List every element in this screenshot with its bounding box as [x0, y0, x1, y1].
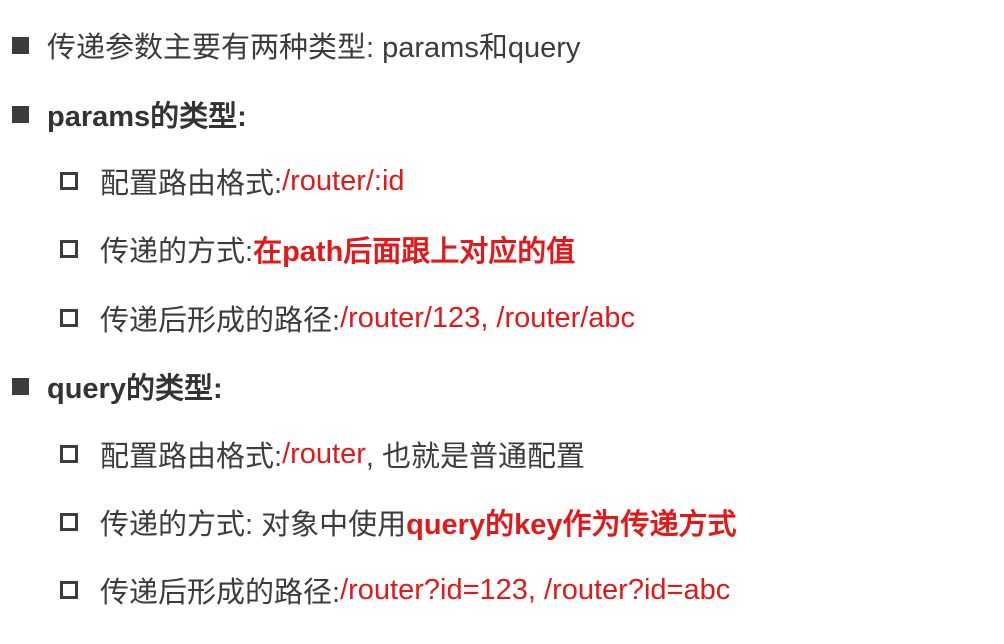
query-route-format-label: 配置路由格式: — [100, 441, 283, 473]
bullet-line-query-heading: query的类型: — [12, 366, 223, 406]
sub-line-params-pass-method: 传递的方式: 在path后面跟上对应的值 — [60, 229, 575, 269]
query-route-format-value: /router — [282, 437, 366, 470]
params-route-format-value: /router/:id — [282, 164, 405, 197]
params-result-path-value: /router/123, /router/abc — [340, 301, 636, 334]
hollow-square-bullet-icon — [60, 581, 78, 599]
query-pass-method-value: query的key作为传递方式 — [406, 509, 737, 541]
hollow-square-bullet-icon — [60, 309, 78, 327]
bullet-line-intro: 传递参数主要有两种类型: params和query — [12, 25, 580, 65]
query-result-path-value: /router?id=123, /router?id=abc — [340, 573, 731, 606]
params-route-format-label: 配置路由格式: — [100, 168, 283, 200]
params-pass-method-value: 在path后面跟上对应的值 — [253, 236, 576, 268]
query-route-format-suffix: , 也就是普通配置 — [365, 441, 586, 473]
hollow-square-bullet-icon — [60, 240, 78, 258]
query-pass-method-label: 传递的方式: 对象中使用 — [100, 509, 407, 541]
hollow-square-bullet-icon — [60, 445, 78, 463]
hollow-square-bullet-icon — [60, 513, 78, 531]
intro-text: 传递参数主要有两种类型: params和query — [47, 32, 581, 64]
sub-line-params-route-format: 配置路由格式: /router/:id — [60, 161, 405, 201]
sub-line-query-result-path: 传递后形成的路径: /router?id=123, /router?id=abc — [60, 570, 730, 610]
bullet-line-params-heading: params的类型: — [12, 94, 247, 134]
params-pass-method-label: 传递的方式: — [100, 236, 254, 268]
filled-square-bullet-icon — [12, 105, 29, 123]
sub-line-params-result-path: 传递后形成的路径: /router/123, /router/abc — [60, 298, 635, 338]
sub-line-query-route-format: 配置路由格式: /router , 也就是普通配置 — [60, 434, 585, 474]
filled-square-bullet-icon — [12, 36, 29, 54]
hollow-square-bullet-icon — [60, 172, 78, 190]
sub-line-query-pass-method: 传递的方式: 对象中使用 query的key作为传递方式 — [60, 502, 736, 542]
query-result-path-label: 传递后形成的路径: — [100, 577, 341, 609]
filled-square-bullet-icon — [12, 377, 29, 395]
params-result-path-label: 传递后形成的路径: — [100, 305, 341, 337]
params-heading: params的类型: — [47, 101, 247, 133]
query-heading: query的类型: — [47, 373, 223, 405]
